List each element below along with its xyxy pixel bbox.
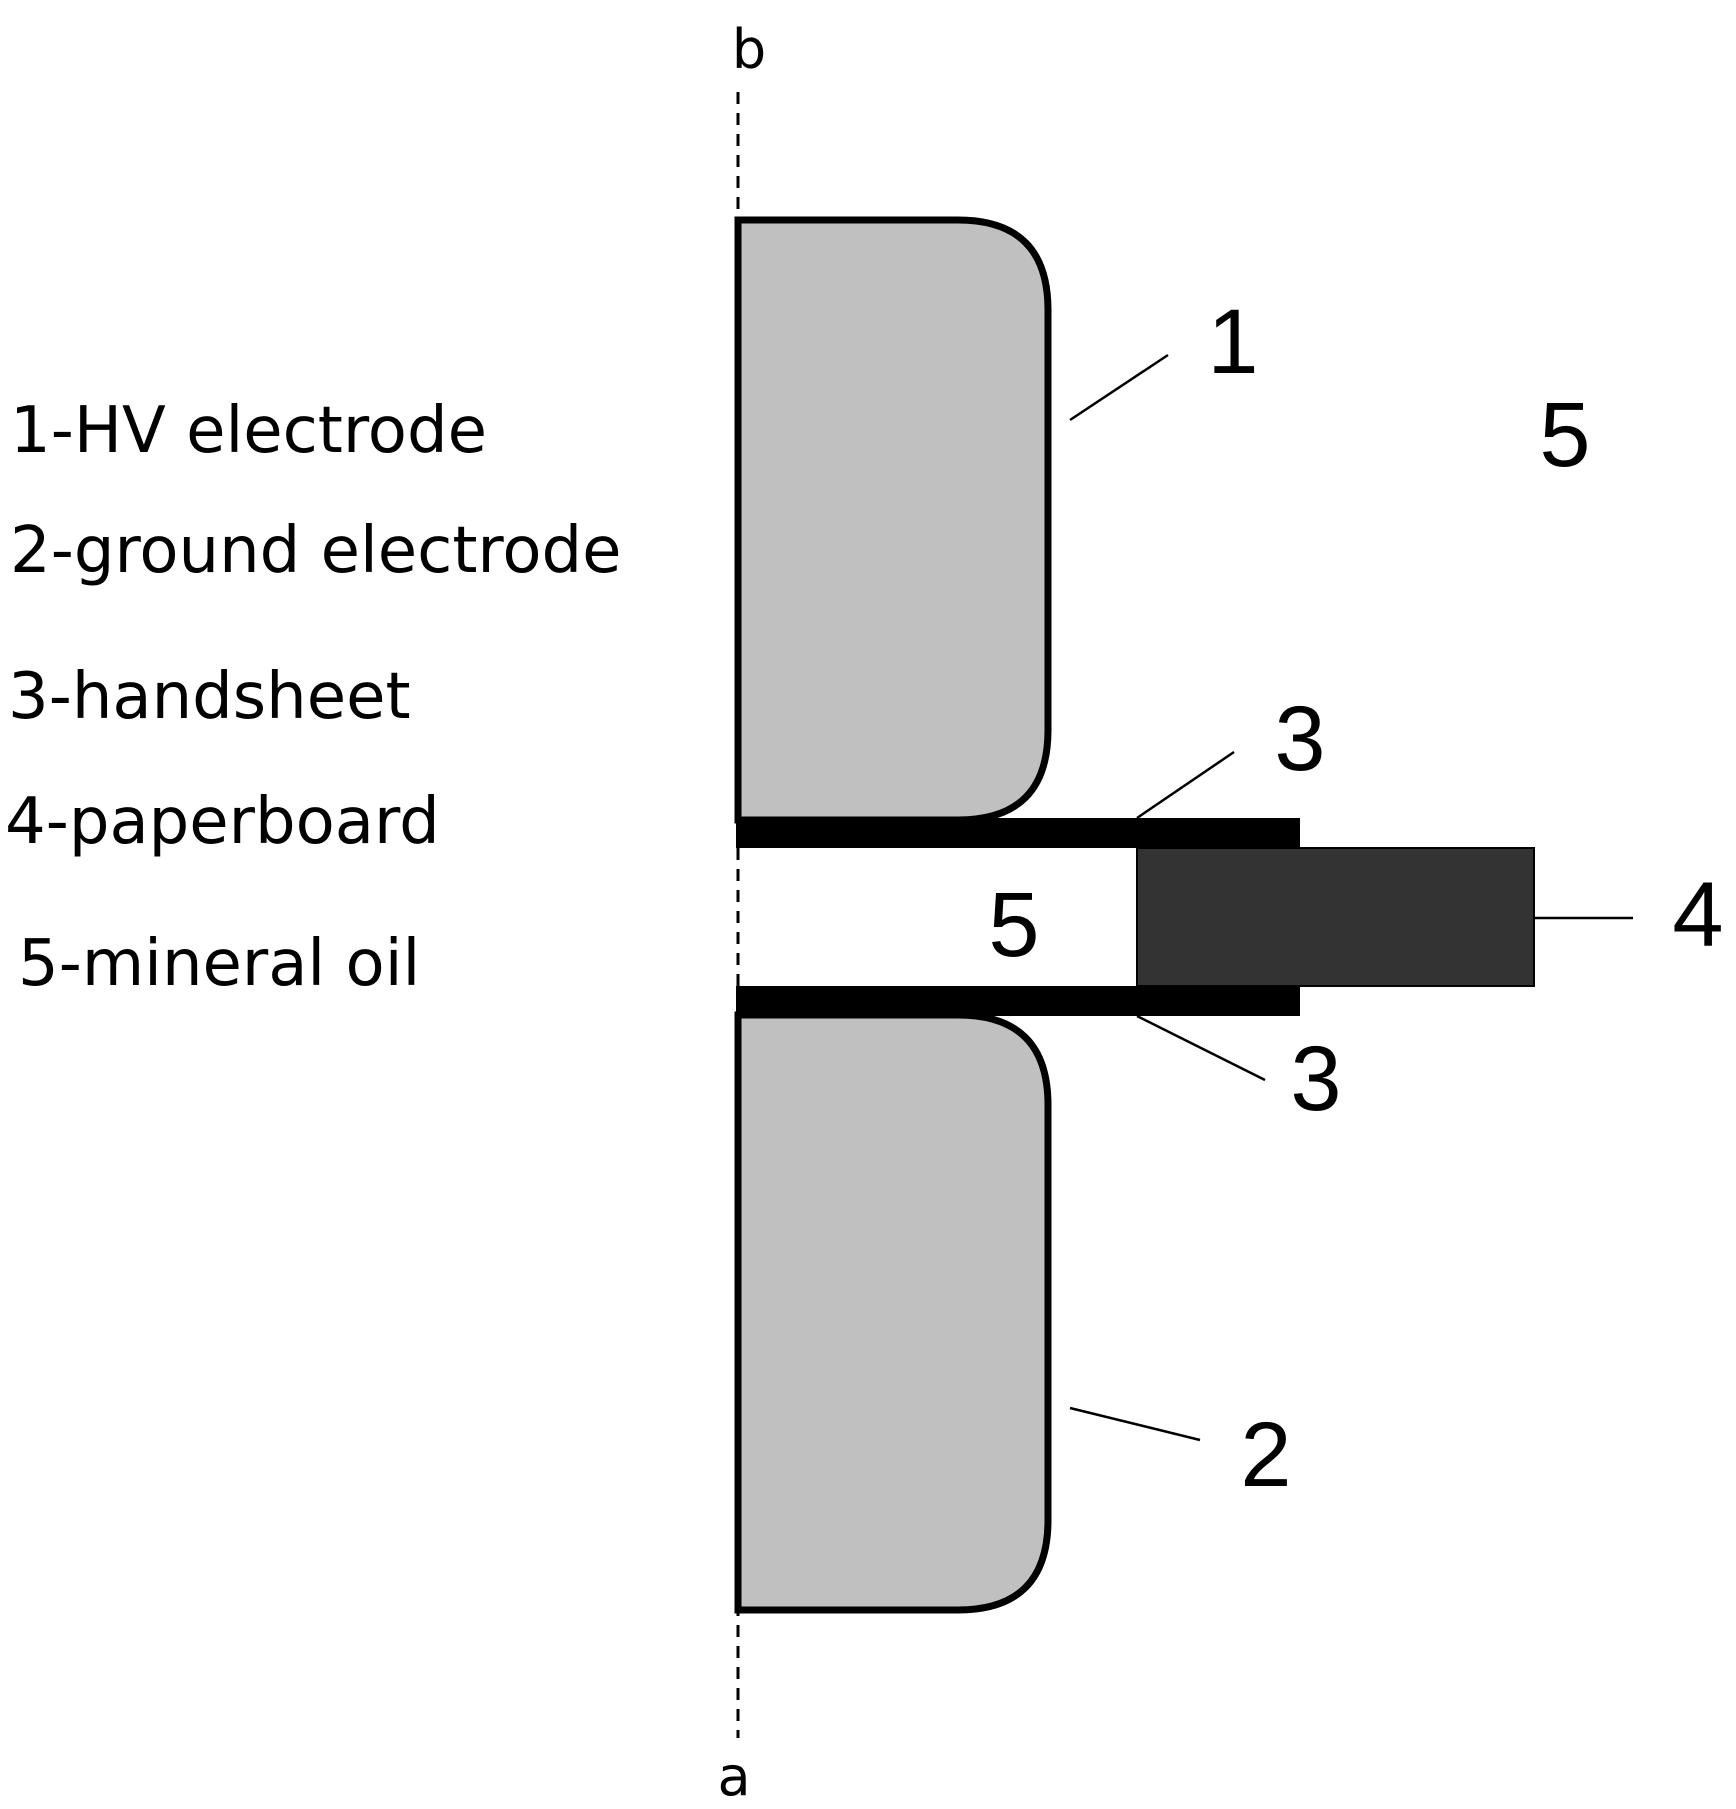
callout-1: 1	[1207, 291, 1258, 393]
oil-gap-region	[738, 848, 1138, 986]
leader-line-2	[1069, 1406, 1201, 1442]
paperboard	[1136, 847, 1535, 987]
handsheet-bottom	[736, 986, 1300, 1016]
callout-5-oil-bath: 5	[1539, 384, 1590, 486]
legend-item-hv-electrode: 1-HV electrode	[10, 394, 487, 468]
axis-label-b: b	[732, 18, 766, 81]
axis-label-a: a	[717, 1745, 750, 1808]
leader-line-3-top	[1136, 750, 1235, 820]
legend: 1-HV electrode 2-ground electrode 3-hand…	[5, 394, 621, 1001]
legend-item-mineral-oil: 5-mineral oil	[18, 927, 420, 1001]
legend-item-ground-electrode: 2-ground electrode	[10, 514, 621, 588]
callout-5-oil-gap: 5	[988, 874, 1039, 976]
hv-electrode	[734, 216, 1052, 824]
leader-line-1	[1069, 353, 1169, 422]
callout-3-top: 3	[1274, 688, 1325, 790]
legend-item-paperboard: 4-paperboard	[5, 785, 440, 859]
handsheet-top	[736, 818, 1300, 848]
callout-2: 2	[1240, 1404, 1291, 1506]
legend-item-handsheet: 3-handsheet	[8, 660, 411, 734]
callout-3-bottom: 3	[1290, 1028, 1341, 1130]
ground-electrode	[734, 1011, 1052, 1614]
callout-4: 4	[1672, 864, 1723, 966]
leader-line-3-bottom	[1136, 1014, 1266, 1082]
